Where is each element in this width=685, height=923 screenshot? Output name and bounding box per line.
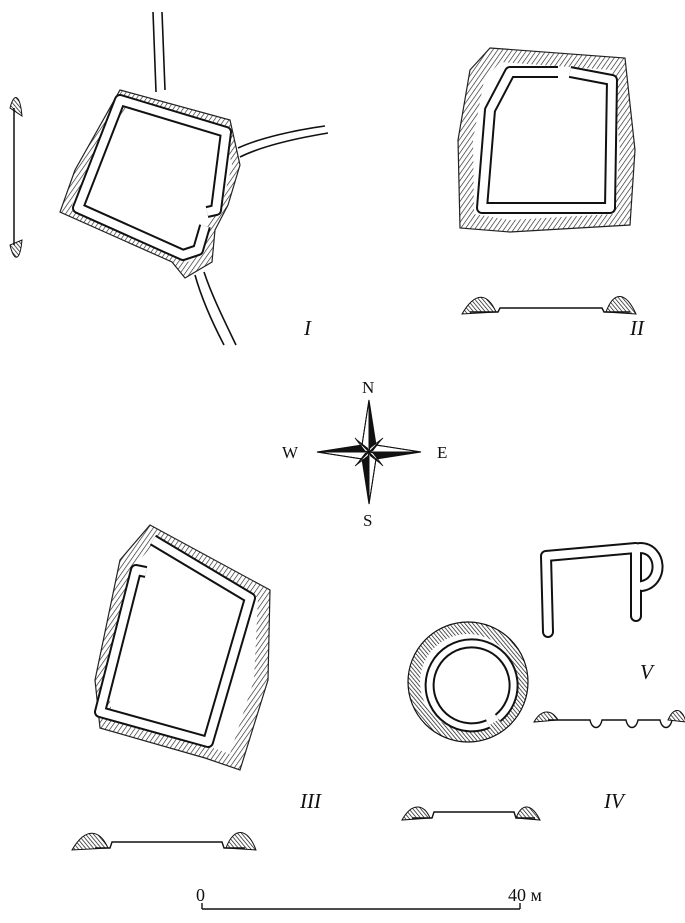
enclosure-iii <box>71 524 271 851</box>
scale-bar <box>201 903 521 910</box>
compass-rose <box>316 399 422 505</box>
enclosure-i <box>9 11 329 346</box>
figure-label-ii: II <box>630 316 644 340</box>
enclosure-v-profile <box>548 719 673 729</box>
figure-label-iv: IV <box>604 789 624 813</box>
enclosure-iv <box>401 621 541 821</box>
scale-start-label: 0 <box>196 885 205 905</box>
compass-north-label: N <box>362 378 375 397</box>
enclosure-i-road-north <box>152 11 166 93</box>
compass-west-label: W <box>282 443 299 462</box>
compass-east-label: E <box>437 443 448 462</box>
figure-label-v: V <box>640 660 653 684</box>
enclosure-v <box>533 542 685 729</box>
enclosure-i-road-east <box>237 125 329 158</box>
scale-end-label: 40 м <box>508 885 542 905</box>
enclosure-v-ditch <box>540 542 664 638</box>
figure-label-i: I <box>304 316 311 340</box>
enclosure-iii-profile <box>95 841 245 849</box>
enclosure-ii <box>457 47 637 315</box>
figure-label-iii: III <box>300 789 321 813</box>
enclosure-i-road-south <box>194 271 237 346</box>
compass-south-label: S <box>363 511 373 530</box>
